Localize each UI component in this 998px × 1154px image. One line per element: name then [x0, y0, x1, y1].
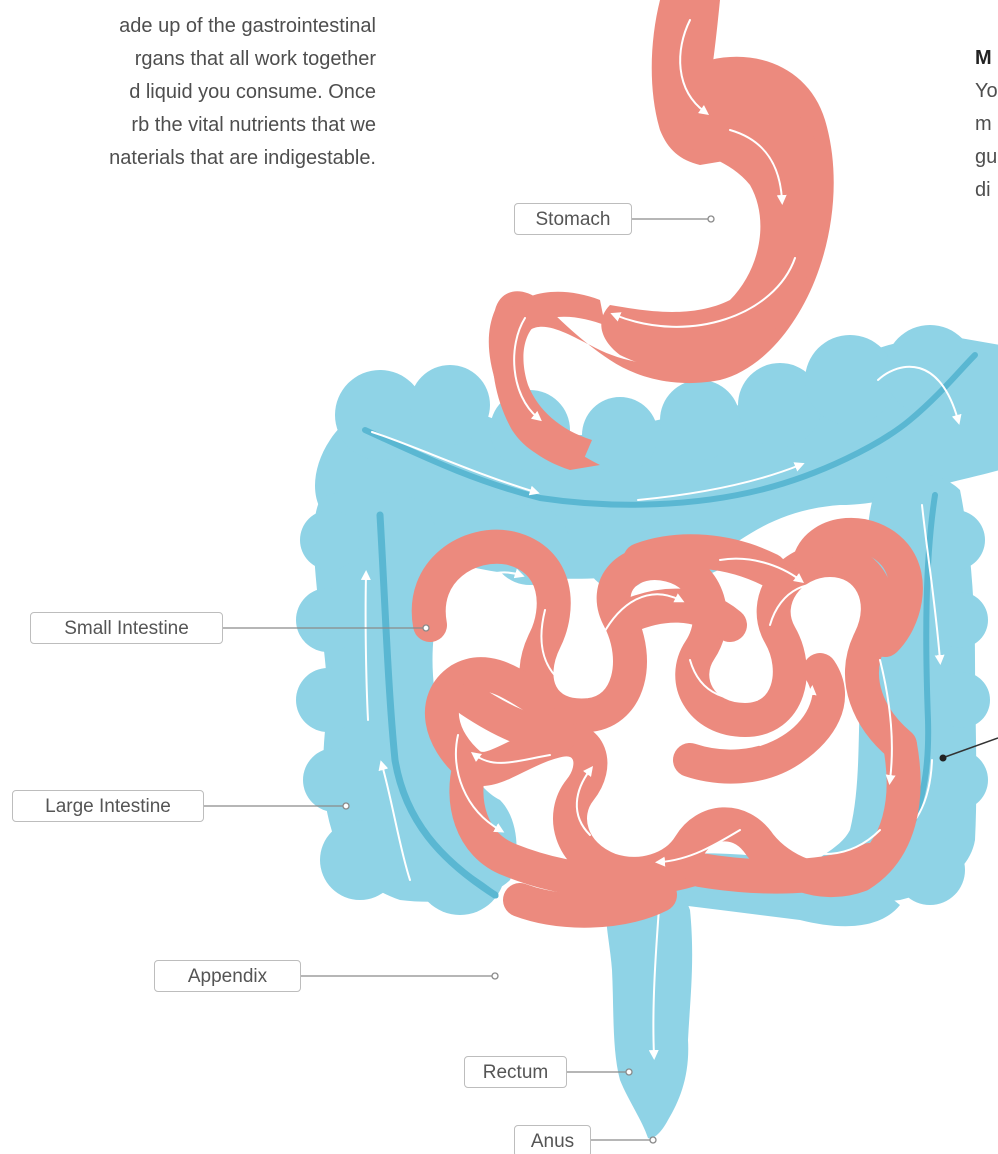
label-stomach: Stomach	[514, 203, 632, 235]
label-rectum: Rectum	[464, 1056, 567, 1088]
label-appendix: Appendix	[154, 960, 301, 992]
label-large-intestine: Large Intestine	[12, 790, 204, 822]
label-small-intestine: Small Intestine	[30, 612, 223, 644]
label-anus: Anus	[514, 1125, 591, 1154]
